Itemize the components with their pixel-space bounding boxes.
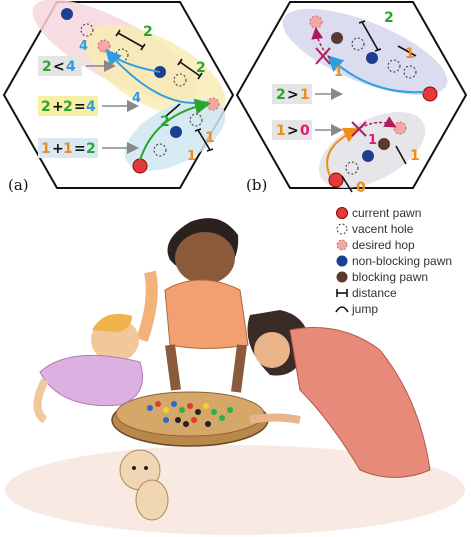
equation-lhs: 1 [276,123,286,139]
equation-mid: 2 [63,99,73,115]
equation-mid: 1 [63,141,73,157]
current-pawn [329,173,343,187]
equation-op: > [287,87,299,103]
legend: current pawn vacent hole desired hop non… [330,200,464,316]
current-pawn [133,159,147,173]
desired-hop [310,16,322,28]
panel-a: 2 2 2 1 4 4 1 2 < 4 2 + 2 = 4 1 + 1 = 2 … [4,0,240,194]
equation-lhs: 1 [41,141,51,157]
legend-item-label: jump [351,302,378,316]
blue-pawn [366,52,378,64]
desired-hop [207,98,219,110]
legend-item-label: blocking pawn [352,270,428,284]
panel-b: 2 1 1 1 0 1 2 > 1 1 > 0 (b) [237,0,466,204]
equation-op: = [74,99,86,115]
distance-label: 2 [143,24,153,40]
blocking-pawn [331,32,343,44]
jump-label: 1 [187,149,196,164]
equation-lhs: 2 [41,99,51,115]
distance-label: 0 [356,180,366,196]
distance-label: 2 [196,60,206,76]
desired-hop [394,122,406,134]
equation-op: = [74,141,86,157]
distance-label: 2 [160,114,170,130]
equation-op: + [52,141,64,157]
distance-label: 2 [384,10,394,26]
legend-item-label: non-blocking pawn [352,254,452,268]
jump-label: 1 [334,65,343,80]
brown-circle-icon [337,272,348,283]
equation-op: + [52,99,64,115]
pink-dashed-circle-icon [337,240,347,250]
legend-item-label: vacent hole [352,222,414,236]
equation-op: < [53,59,65,75]
equation-lhs: 2 [42,59,52,75]
jump-label: 1 [368,133,377,148]
legend-item-label: current pawn [352,206,421,220]
desired-hop [98,40,110,52]
panel-label: (b) [246,176,267,194]
blocking-pawn [378,138,390,150]
blue-pawn [362,150,374,162]
red-circle-icon [337,208,348,219]
boy-figure [165,218,248,392]
jump-label: 4 [79,39,88,54]
blue-circle-icon [337,256,348,267]
blue-pawn [61,8,73,20]
legend-item-label: distance [352,286,397,300]
equation-rhs: 2 [86,141,96,157]
current-pawn [423,87,437,101]
distance-label: 1 [405,46,415,62]
equation-rhs: 1 [300,87,310,103]
blue-pawn [170,126,182,138]
jump-label: 4 [132,91,141,106]
panel-label: (a) [8,176,29,194]
equation-lhs: 2 [276,87,286,103]
equation-op: > [287,123,299,139]
equation-rhs: 4 [66,59,76,75]
distance-label: 1 [410,148,420,164]
child-left-figure [38,272,152,420]
distance-label: 1 [205,130,215,146]
equation-rhs: 0 [300,123,310,139]
equation-rhs: 4 [86,99,96,115]
legend-item-label: desired hop [352,238,415,252]
